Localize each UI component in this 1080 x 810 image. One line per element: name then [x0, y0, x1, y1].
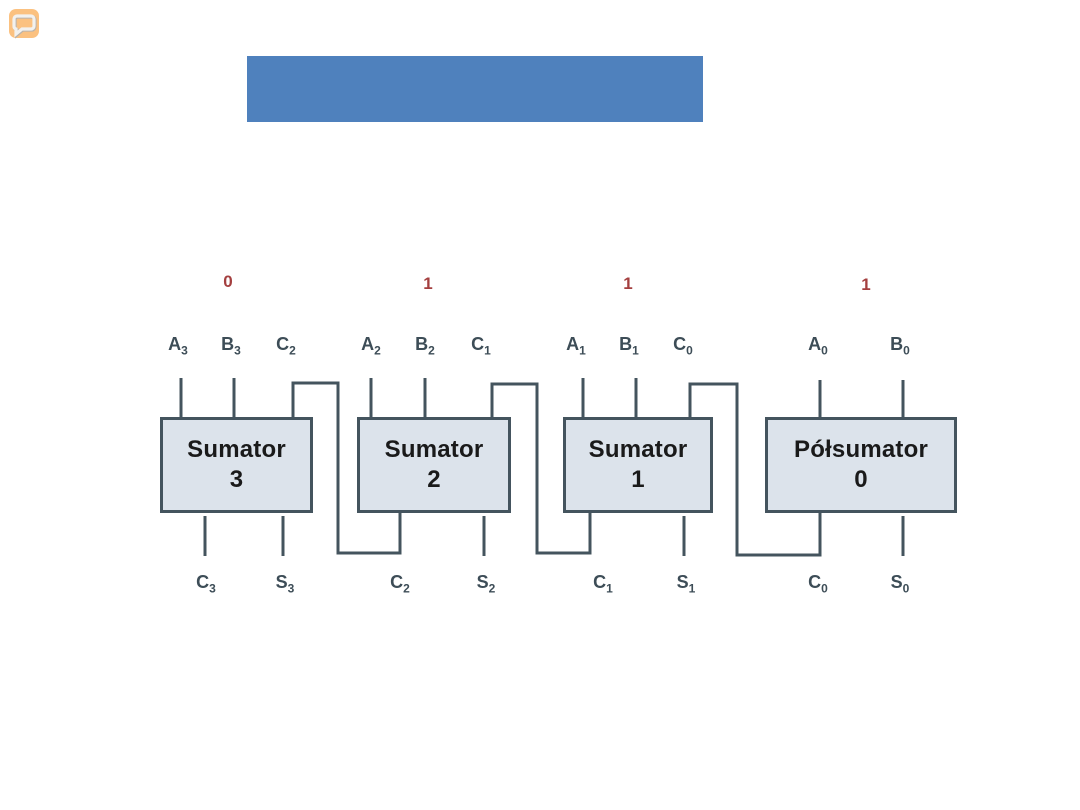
output-label-C1: C1 [593, 572, 613, 596]
adder-title: Sumator [187, 436, 286, 463]
pin-sub: 0 [902, 581, 910, 596]
pin-base: S [890, 572, 903, 592]
bit-value-2: 1 [423, 274, 433, 293]
pin-base: C [808, 572, 822, 592]
input-label-B2: B2 [415, 334, 435, 358]
pin-base: C [390, 572, 404, 592]
adder-number: 0 [854, 466, 868, 493]
carry-wire-c0 [688, 382, 822, 557]
pin-base: B [221, 334, 235, 354]
pin-base: C [673, 334, 687, 354]
output-label-S2: S2 [477, 572, 496, 596]
output-wire-stubs [203, 516, 905, 556]
carry-wire-c2 [291, 381, 402, 555]
pin-base: C [196, 572, 210, 592]
pin-sub: 0 [821, 581, 828, 596]
title-banner [247, 56, 703, 122]
carry-wire-c1 [490, 382, 592, 555]
pin-sub: 3 [209, 581, 216, 596]
pin-sub: 2 [374, 343, 381, 358]
input-wire-stubs [179, 378, 905, 417]
output-label-S3: S3 [276, 572, 295, 596]
adder-number: 2 [427, 466, 441, 493]
input-label-A0: A0 [808, 334, 828, 358]
pin-sub: 3 [181, 343, 188, 358]
input-label-C1: C1 [471, 334, 491, 358]
pin-sub: 3 [234, 343, 241, 358]
input-label-C2: C2 [276, 334, 296, 358]
adder-title: Sumator [588, 436, 688, 463]
adder-title: Półsumator [793, 436, 929, 463]
speech-bubble-icon [12, 14, 36, 38]
pin-base: A [361, 334, 375, 354]
pin-sub: 1 [688, 581, 696, 596]
output-label-C3: C3 [196, 572, 216, 596]
pin-base: B [619, 334, 633, 354]
input-label-B3: B3 [221, 334, 241, 358]
pin-base: S [275, 572, 288, 592]
pin-base: S [476, 572, 489, 592]
output-label-S0: S0 [891, 572, 910, 596]
adder-block-1: Sumator 1 [563, 417, 713, 513]
output-label-C0: C0 [808, 572, 828, 596]
output-label-S1: S1 [677, 572, 696, 596]
pin-base: A [808, 334, 822, 354]
comment-bubble-icon[interactable] [8, 8, 40, 40]
pin-sub: 1 [606, 581, 613, 596]
input-label-C0: C0 [673, 334, 693, 358]
pin-sub: 0 [903, 343, 910, 358]
pin-sub: 2 [403, 581, 410, 596]
adder-block-3: Sumator 3 [160, 417, 313, 513]
pin-base: S [676, 572, 689, 592]
pin-sub: 2 [289, 343, 296, 358]
pin-sub: 2 [488, 581, 496, 596]
bit-value-0: 1 [861, 275, 871, 294]
pin-sub: 0 [821, 343, 828, 358]
bit-value-1: 1 [623, 274, 633, 293]
pin-sub: 2 [428, 343, 435, 358]
input-label-B1: B1 [619, 334, 639, 358]
adder-block-2: Sumator 2 [357, 417, 511, 513]
pin-base: C [593, 572, 607, 592]
pin-sub: 1 [484, 343, 491, 358]
pin-base: A [168, 334, 182, 354]
adder-title: Sumator [384, 436, 484, 463]
pin-sub: 1 [632, 343, 639, 358]
input-label-A1: A1 [566, 334, 586, 358]
pin-base: B [415, 334, 429, 354]
pin-sub: 1 [579, 343, 586, 358]
half-adder-block-0: Półsumator 0 [765, 417, 957, 513]
bit-value-3: 0 [223, 272, 233, 291]
pin-base: C [471, 334, 485, 354]
pin-sub: 3 [287, 581, 295, 596]
pin-sub: 0 [686, 343, 693, 358]
input-label-B0: B0 [890, 334, 910, 358]
adder-number: 3 [229, 466, 244, 493]
adder-number: 1 [631, 466, 645, 493]
pin-base: A [566, 334, 580, 354]
input-label-A3: A3 [168, 334, 188, 358]
output-label-C2: C2 [390, 572, 410, 596]
input-label-A2: A2 [361, 334, 381, 358]
pin-base: C [276, 334, 290, 354]
pin-base: B [890, 334, 904, 354]
